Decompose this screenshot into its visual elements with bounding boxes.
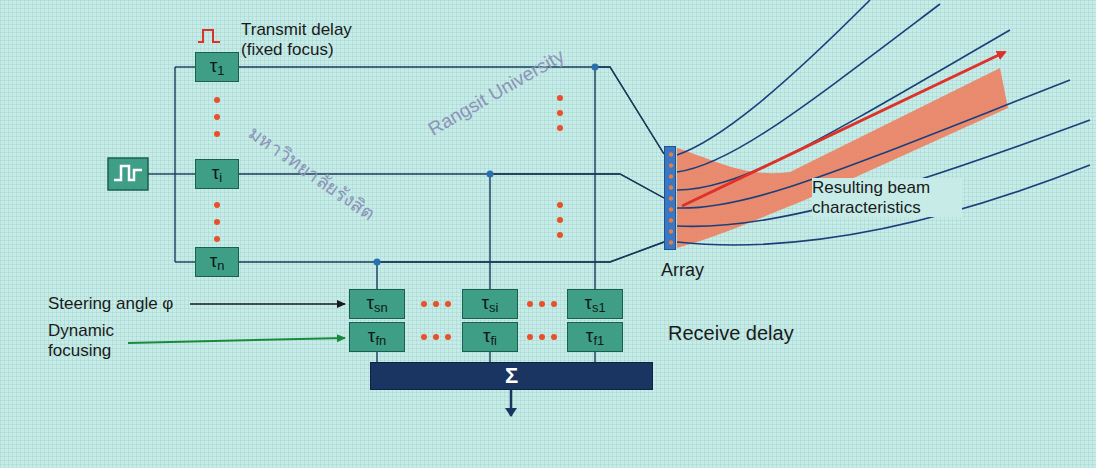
signal-wire bbox=[239, 242, 664, 262]
node-text: τf1 bbox=[586, 326, 604, 348]
node-text: τ1 bbox=[210, 56, 225, 78]
node-text: Array bbox=[661, 261, 704, 279]
transmit-delay-label: Transmit delay (fixed focus) bbox=[241, 20, 369, 59]
transducer-array: Array bbox=[664, 146, 676, 250]
output-arrow bbox=[510, 389, 513, 416]
beam-label: Resulting beam characteristics bbox=[812, 178, 962, 217]
steering-label: Steering angle φ bbox=[48, 294, 173, 314]
node-text: Σ bbox=[505, 365, 518, 387]
summation-bar: Σ bbox=[370, 362, 653, 390]
signal-wire bbox=[377, 242, 664, 289]
focus-delay-box: τfi bbox=[462, 322, 518, 352]
signal-wire bbox=[490, 174, 664, 289]
node-text: τi bbox=[212, 163, 222, 185]
focus-delay-box: τfn bbox=[349, 322, 405, 352]
transmit-delay-box: τi bbox=[195, 159, 239, 189]
steering-delay-box: τs1 bbox=[567, 289, 623, 319]
node-text: τfn bbox=[368, 326, 386, 348]
beam-illustration bbox=[677, 0, 1090, 248]
signal-wire bbox=[489, 352, 490, 362]
focusing-label: Dynamic focusing bbox=[48, 321, 123, 360]
signal-source bbox=[108, 158, 148, 190]
receive-delay-label: Receive delay bbox=[668, 322, 794, 345]
signal-wire bbox=[376, 352, 377, 362]
focus-delay-box: τf1 bbox=[567, 322, 623, 352]
steering-delay-box: τsi bbox=[462, 289, 518, 319]
signal-wire bbox=[594, 352, 595, 362]
steering-delay-box: τsn bbox=[349, 289, 405, 319]
watermark: Rangsit University bbox=[425, 45, 569, 140]
junction-dot bbox=[487, 171, 494, 178]
node-text: τsn bbox=[366, 293, 387, 315]
junction-dot bbox=[374, 259, 381, 266]
transmit-delay-box: τn bbox=[195, 247, 239, 277]
junction-dot bbox=[592, 64, 599, 71]
signal-wire bbox=[595, 67, 664, 289]
transmit-bus bbox=[148, 67, 195, 262]
node-text: τn bbox=[210, 251, 225, 273]
focusing-arrow bbox=[128, 338, 345, 343]
node-text: τsi bbox=[482, 293, 499, 315]
watermark: มหาวิทยาลัยรังสิต bbox=[244, 122, 379, 225]
pulse-symbol bbox=[198, 30, 220, 42]
transmit-delay-box: τ1 bbox=[195, 52, 239, 82]
node-text: τfi bbox=[483, 326, 497, 348]
steering-arrow bbox=[190, 303, 345, 305]
node-text: τs1 bbox=[584, 293, 605, 315]
